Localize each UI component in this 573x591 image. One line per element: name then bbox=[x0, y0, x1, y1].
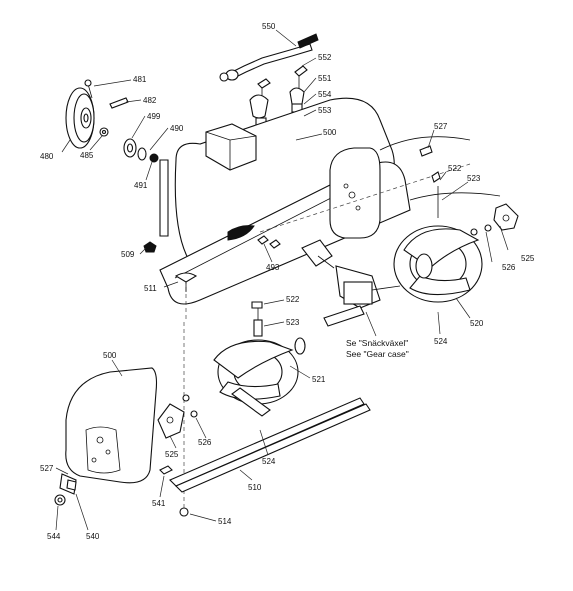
label-481: 481 bbox=[133, 75, 147, 84]
label-523-lower: 523 bbox=[286, 318, 300, 327]
gear-case-note-en: See "Gear case" bbox=[346, 349, 409, 359]
label-490: 490 bbox=[170, 124, 184, 133]
small-parts-481-499 bbox=[84, 79, 159, 163]
label-526-upper: 526 bbox=[502, 263, 516, 272]
label-485: 485 bbox=[80, 151, 94, 160]
auger-521 bbox=[213, 301, 306, 417]
bracket-525-lower bbox=[157, 394, 198, 475]
hardware-509-493-511 bbox=[143, 235, 281, 292]
label-482: 482 bbox=[143, 96, 157, 105]
label-544: 544 bbox=[47, 532, 61, 541]
label-514: 514 bbox=[218, 517, 232, 526]
label-540: 540 bbox=[86, 532, 100, 541]
gear-case-note-sv: Se "Snäckväxel" bbox=[346, 338, 408, 348]
label-550: 550 bbox=[262, 22, 276, 31]
label-527-upper: 527 bbox=[434, 122, 448, 131]
label-525-upper: 525 bbox=[521, 254, 535, 263]
discharge-rod-550 bbox=[219, 33, 319, 82]
label-526-lower: 526 bbox=[198, 438, 212, 447]
label-500-upper: 500 bbox=[323, 128, 337, 137]
label-527-lower: 527 bbox=[40, 464, 54, 473]
label-523-upper: 523 bbox=[467, 174, 481, 183]
label-525-lower: 525 bbox=[165, 450, 179, 459]
auger-housing-500 bbox=[159, 97, 411, 305]
label-500-lower: 500 bbox=[103, 351, 117, 360]
label-480: 480 bbox=[40, 152, 54, 161]
gear-case bbox=[301, 239, 401, 327]
label-522-lower: 522 bbox=[286, 295, 300, 304]
label-509: 509 bbox=[121, 250, 135, 259]
label-554: 554 bbox=[318, 90, 332, 99]
label-551: 551 bbox=[318, 74, 332, 83]
label-522-upper: 522 bbox=[448, 164, 462, 173]
label-493: 493 bbox=[266, 263, 280, 272]
label-499: 499 bbox=[147, 112, 161, 121]
label-553: 553 bbox=[318, 106, 332, 115]
label-524-upper: 524 bbox=[434, 337, 448, 346]
label-520: 520 bbox=[470, 319, 484, 328]
label-552: 552 bbox=[318, 53, 332, 62]
side-housing-500 bbox=[54, 367, 158, 506]
auger-520 bbox=[393, 225, 483, 303]
label-491: 491 bbox=[134, 181, 148, 190]
label-510: 510 bbox=[248, 483, 262, 492]
label-541: 541 bbox=[152, 499, 166, 508]
part-labels: 550 552 551 554 553 481 482 499 490 480 … bbox=[40, 22, 535, 541]
label-511: 511 bbox=[144, 284, 157, 293]
label-521: 521 bbox=[312, 375, 326, 384]
leader-lines bbox=[55, 29, 509, 531]
scraper-bar-510 bbox=[169, 397, 371, 517]
label-524-lower: 524 bbox=[262, 457, 276, 466]
pulley-480 bbox=[65, 87, 95, 149]
